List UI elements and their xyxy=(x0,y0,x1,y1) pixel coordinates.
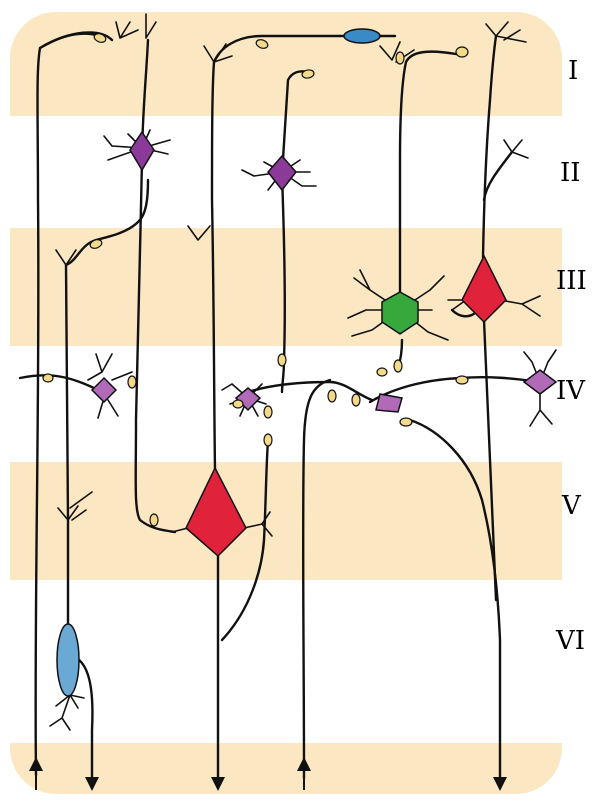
neuron-cell-bodies xyxy=(57,29,556,696)
stellate-cell-layer4-left xyxy=(92,378,116,402)
stellate-cell-layer2-right xyxy=(242,156,316,190)
band-layer-I xyxy=(0,12,606,116)
layer-label-I: I xyxy=(568,58,578,84)
stellate-cell-layer2-left xyxy=(104,130,170,170)
dendrite-tufts xyxy=(50,14,528,730)
bipolar-cell-layer6 xyxy=(57,624,79,696)
layer-label-IV: IV xyxy=(556,378,585,404)
layer-label-V: V xyxy=(562,493,581,519)
layer-label-III: III xyxy=(556,268,587,294)
layer-label-II: II xyxy=(560,160,581,186)
fibers xyxy=(20,32,540,780)
stellate-cell-layer4-right xyxy=(524,350,556,426)
stellate-cell-layer4-center xyxy=(376,394,402,412)
pyramidal-iii-branch xyxy=(484,152,512,200)
layer4-horizontal-left xyxy=(20,375,98,390)
layer-label-VI: VI xyxy=(556,628,585,654)
